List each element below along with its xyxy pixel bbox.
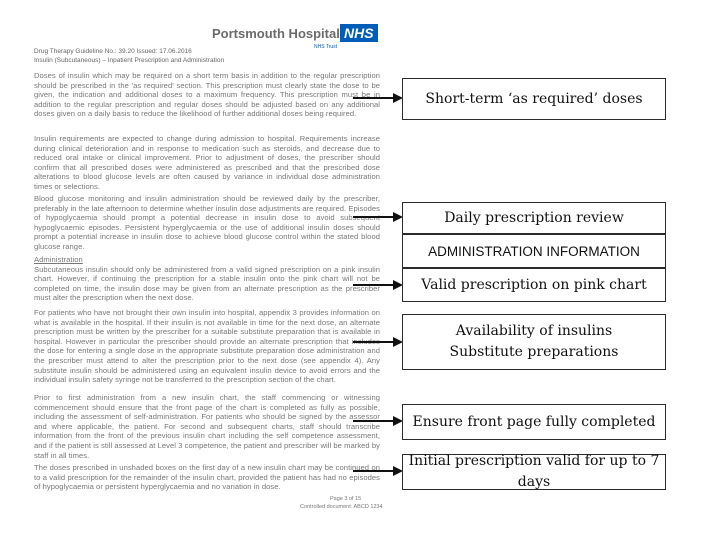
callout-label: ADMINISTRATION INFORMATION [428, 243, 640, 259]
arrow-6 [353, 466, 403, 476]
logo-trust-label: NHS Trust [314, 44, 338, 50]
arrow-4 [353, 337, 403, 347]
arrow-5 [353, 416, 403, 426]
callout-label: Short-term ‘as required’ doses [425, 90, 643, 107]
callout-initial-prescription: Initial prescription valid for up to 7 d… [402, 453, 666, 490]
callout-front-page: Ensure front page fully completed [402, 404, 666, 440]
arrow-3 [353, 280, 403, 290]
callout-label: Ensure front page fully completed [412, 413, 656, 430]
administration-text: Subcutaneous insulin should only be admi… [34, 264, 380, 303]
paragraph-as-required: Doses of insulin which may be required o… [34, 71, 380, 119]
arrow-head-icon [393, 93, 403, 103]
paragraph-requirements-change: Insulin requirements are expected to cha… [34, 134, 380, 191]
callout-label: Valid prescription on pink chart [421, 276, 647, 293]
arrow-head-icon [393, 280, 403, 290]
paragraph-substitute: For patients who have not brought their … [34, 308, 380, 385]
arrow-2 [353, 212, 403, 222]
callout-label-line-2: Substitute preparations [449, 344, 619, 360]
callout-label: Daily prescription review [444, 209, 624, 226]
paragraph-daily-review: Blood glucose monitoring and insulin adm… [34, 194, 380, 251]
arrow-head-icon [393, 416, 403, 426]
callout-availability-insulins: Availability of insulins Substitute prep… [402, 314, 666, 370]
document-meta-line-1: Drug Therapy Guideline No.: 39.20 Issued… [34, 48, 192, 55]
paragraph-initial-prescription: The doses prescribed in unshaded boxes o… [34, 463, 380, 492]
page-number: Page 3 of 15 [330, 496, 362, 502]
callout-short-term-doses: Short-term ‘as required’ doses [402, 78, 666, 120]
paragraph-administration: Administration Subcutaneous insulin shou… [34, 255, 380, 303]
arrow-1 [353, 93, 403, 103]
callout-label-line-1: Availability of insulins [455, 323, 613, 339]
logo-text: Portsmouth Hospitals [212, 26, 348, 41]
callout-valid-prescription: Valid prescription on pink chart [402, 268, 666, 302]
arrow-head-icon [393, 212, 403, 222]
arrow-head-icon [393, 337, 403, 347]
arrow-head-icon [393, 466, 403, 476]
guideline-document-page: Portsmouth Hospitals NHS NHS Trust Drug … [30, 8, 383, 518]
callout-daily-review: Daily prescription review [402, 202, 666, 234]
nhs-logo-badge: NHS [340, 24, 378, 42]
callout-administration-information: ADMINISTRATION INFORMATION [402, 234, 666, 268]
paragraph-front-page: Prior to first administration from a new… [34, 393, 380, 460]
document-meta-line-2: Insulin (Subcutaneous) – Inpatient Presc… [34, 57, 225, 64]
administration-heading: Administration [34, 255, 83, 264]
callout-label: Initial prescription valid for up to 7 d… [408, 453, 660, 490]
document-control: Controlled document: ABCD 1234 [300, 504, 383, 510]
